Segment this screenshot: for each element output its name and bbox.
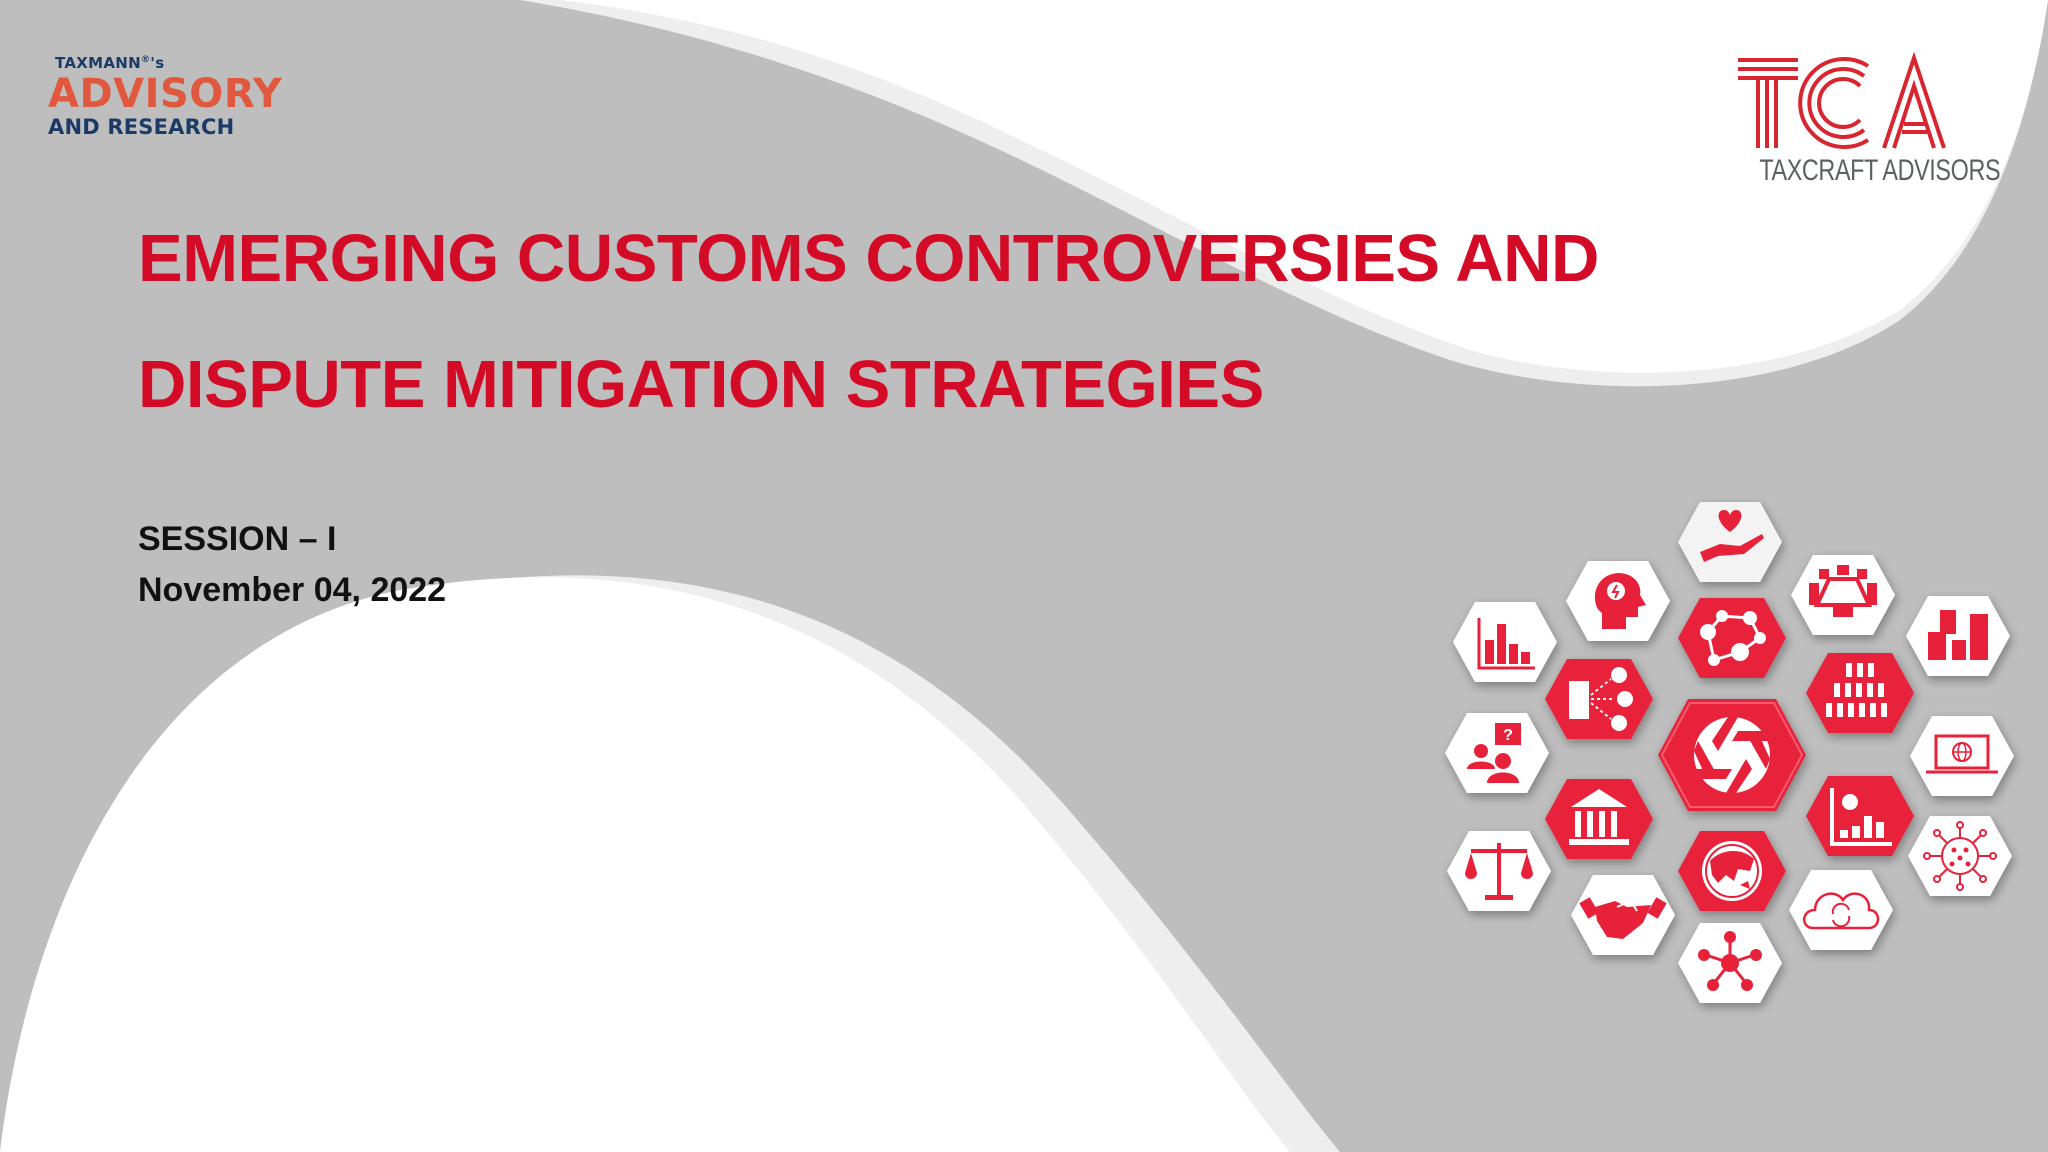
bank-icon <box>1545 779 1653 859</box>
scales-icon <box>1447 831 1551 911</box>
taxcraft-name: TAXCRAFT ADVISORS <box>1759 154 2001 187</box>
brand-tagline: AND RESEARCH <box>48 115 235 139</box>
title-line-2: DISPUTE MITIGATION STRATEGIES <box>138 347 1264 422</box>
slide-title: EMERGING CUSTOMS CONTROVERSIES AND DISPU… <box>138 196 1599 448</box>
brand-name: ADVISORY <box>48 71 283 117</box>
people-network-icon <box>1678 598 1786 678</box>
virus-icon <box>1908 816 2012 896</box>
hub-network-icon <box>1678 923 1782 1003</box>
laptop-globe-icon <box>1910 716 2014 796</box>
meeting-table-icon <box>1791 555 1895 635</box>
title-line-1: EMERGING CUSTOMS CONTROVERSIES AND <box>138 221 1599 296</box>
head-idea-icon <box>1566 561 1670 641</box>
handshake-icon <box>1571 875 1675 955</box>
tca-monogram-icon <box>1738 52 1946 149</box>
svg-text:?: ? <box>1503 727 1513 744</box>
cloud-sync-icon <box>1789 870 1893 950</box>
taxcraft-logo: TAXCRAFT ADVISORS <box>1736 52 2001 188</box>
virus-chart-icon <box>1806 776 1914 856</box>
aperture-icon <box>1658 699 1806 811</box>
heart-hand-icon <box>1678 502 1782 582</box>
advisory-research-logo: TAXMANN®'s ADVISORY AND RESEARCH <box>48 54 282 138</box>
globe-icon <box>1678 831 1786 911</box>
session-info: SESSION – I November 04, 2022 <box>138 514 446 616</box>
bar-chart-icon <box>1453 602 1557 682</box>
city-buildings-icon <box>1906 596 2010 676</box>
session-label: SESSION – I <box>138 520 337 558</box>
crowd-icon <box>1806 653 1914 733</box>
question-people-icon: ? <box>1445 713 1549 793</box>
brand-prefix: TAXMANN®'s <box>55 54 165 72</box>
office-people-icon <box>1545 659 1653 739</box>
session-date: November 04, 2022 <box>138 571 447 609</box>
